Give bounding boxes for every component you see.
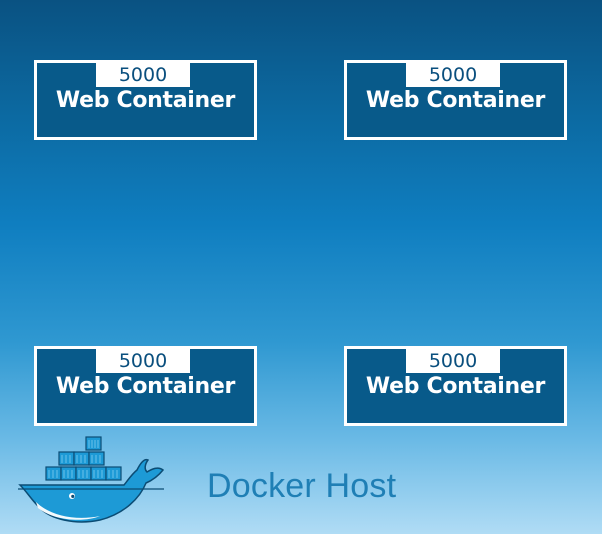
docker-whale-icon: [18, 436, 165, 523]
port-label: 5000: [406, 63, 500, 87]
web-container-box: 5000 Web Container: [34, 60, 257, 140]
docker-host-label: Docker Host: [207, 467, 397, 505]
web-container-box: 5000 Web Container: [344, 60, 567, 140]
port-label: 5000: [96, 63, 190, 87]
web-container-box: 5000 Web Container: [344, 346, 567, 426]
container-title: Web Container: [55, 374, 236, 399]
container-title: Web Container: [365, 374, 546, 399]
web-container-box: 5000 Web Container: [34, 346, 257, 426]
container-title: Web Container: [365, 88, 546, 113]
port-label: 5000: [406, 349, 500, 373]
port-label: 5000: [96, 349, 190, 373]
container-title: Web Container: [55, 88, 236, 113]
